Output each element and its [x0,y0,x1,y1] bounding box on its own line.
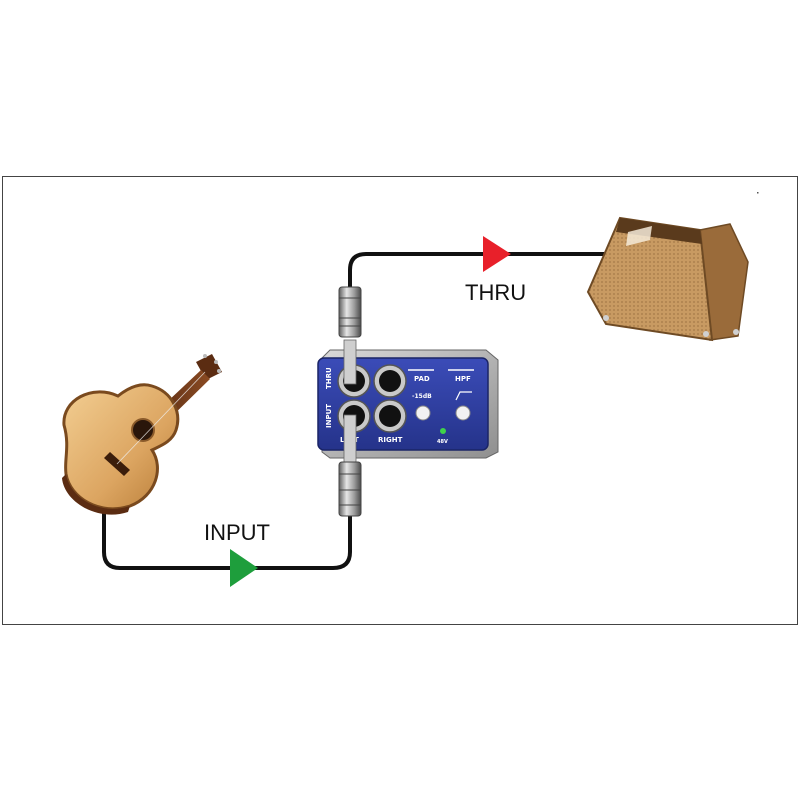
hpf-button [455,405,471,421]
input-plug-icon [338,414,362,517]
input-jack-right [373,399,407,433]
pad-value: -15dB [412,393,432,400]
thru-jack-right [373,364,407,398]
input-arrow-icon [230,549,258,587]
acoustic-amplifier-icon [586,216,749,342]
input-label: INPUT [204,520,270,545]
phantom-label: 48V [437,439,448,445]
amp-badge-icon [626,226,652,246]
acoustic-guitar-icon [62,354,222,515]
di-right-label: RIGHT [378,436,403,444]
di-thru-label: THRU [325,367,333,389]
input-cable [102,498,352,570]
pad-button [415,405,431,421]
thru-label: THRU [465,280,526,305]
speck-mark [757,192,759,194]
thru-arrow-icon [483,236,511,272]
hpf-label: HPF [455,375,471,383]
phantom-led-icon [440,428,446,434]
pad-label: PAD [414,375,430,383]
di-box-icon: THRU INPUT LEFT RIGHT PAD -15dB HPF 48V [317,349,499,459]
thru-plug-icon [338,286,362,385]
hpf-curve-icon [455,391,472,401]
di-input-label: INPUT [325,404,333,428]
thru-cable [348,252,606,302]
